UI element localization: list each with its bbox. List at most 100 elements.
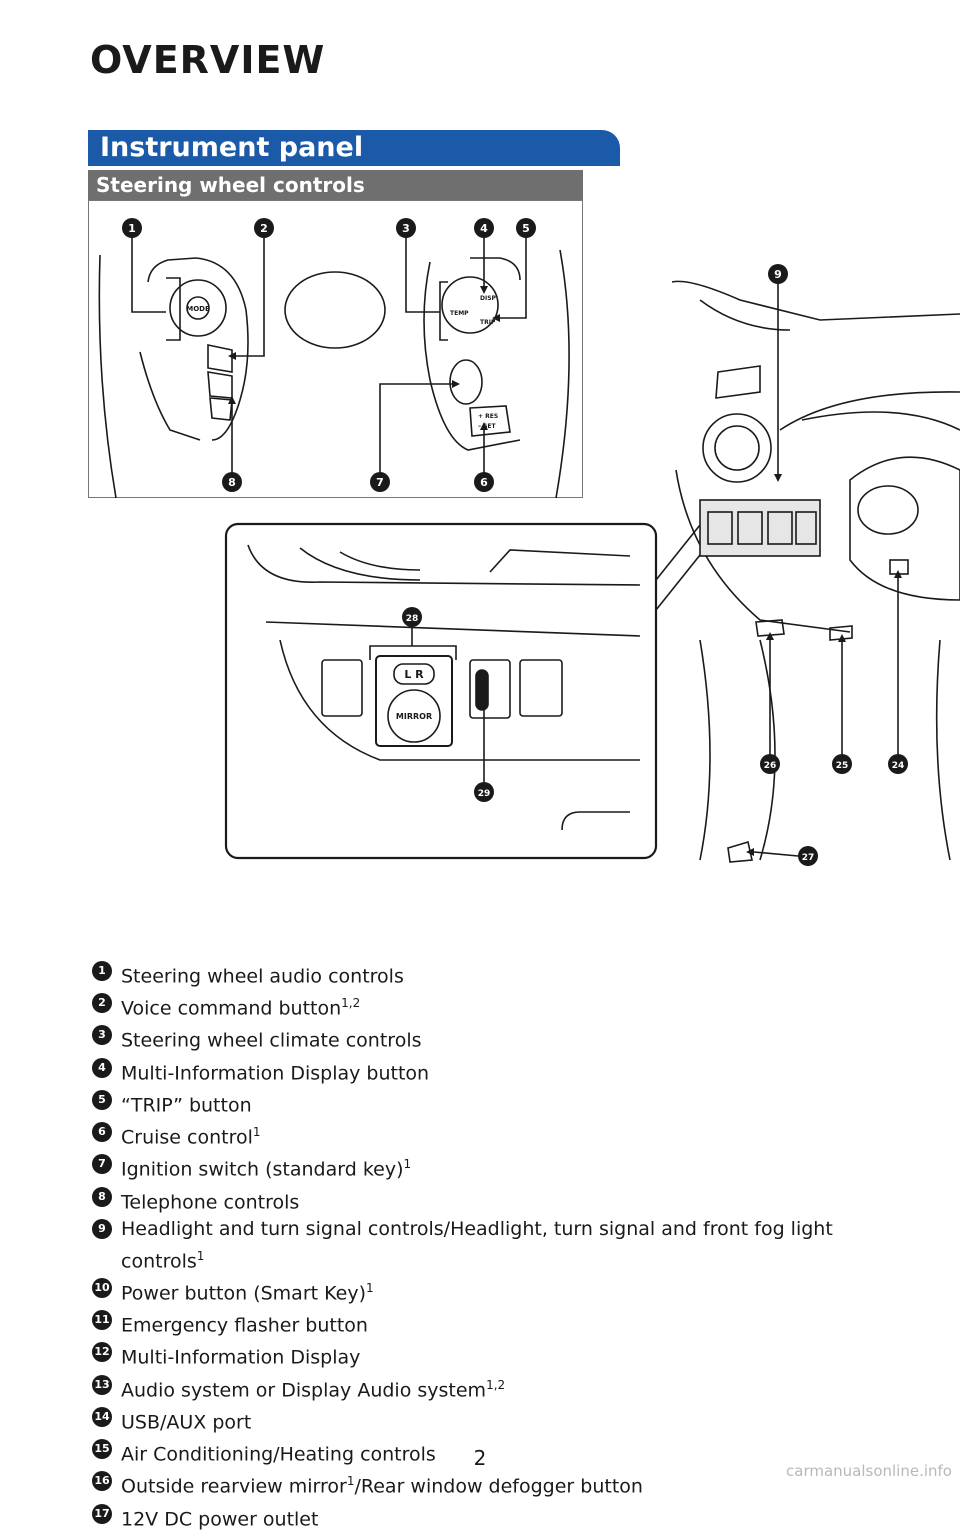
legend-label: Emergency flasher button: [121, 1314, 368, 1337]
trunk-release: [727, 840, 753, 863]
callout-27: 27: [802, 853, 815, 863]
console-line: [935, 639, 951, 861]
side-air-vent: [715, 365, 761, 399]
legend-label: Outside rearview mirror: [121, 1475, 347, 1498]
legend-text: Ignition switch (standard key)1: [121, 1151, 852, 1183]
leader-5: [500, 236, 527, 319]
arrow-4: [480, 286, 488, 294]
label-temp: TEMP: [450, 310, 469, 317]
legend-item: 11 Emergency flasher button: [92, 1307, 852, 1339]
callout-7: 7: [376, 476, 384, 489]
inset-vent-arc-1: [299, 547, 421, 581]
legend-text: USB/AUX port: [121, 1404, 852, 1436]
watermark: carmanualsonline.info: [786, 1462, 952, 1480]
callout-circle: [888, 754, 908, 774]
legend-label: Voice command button: [121, 997, 342, 1020]
legend-footnote-ref: 1: [403, 1157, 412, 1172]
label-res: + RES: [478, 413, 498, 420]
legend-label: Multi-Information Display button: [121, 1062, 430, 1085]
mirror-lr-selector[interactable]: [393, 663, 435, 685]
callout-circle: [254, 218, 274, 238]
door-frame-line: [699, 639, 711, 861]
arrow-2: [228, 352, 236, 360]
legend-text: Cruise control1: [121, 1119, 852, 1151]
leader-3: [405, 236, 440, 313]
label-mirror: MIRROR: [396, 712, 432, 721]
voice-button: [207, 344, 233, 373]
subsection-title: Steering wheel controls: [88, 170, 583, 200]
switch-4: [795, 511, 817, 545]
legend-text: Telephone controls: [121, 1184, 852, 1216]
inset-blank-left: [321, 659, 363, 717]
inset-frame: [224, 522, 658, 860]
legend-footnote-ref: 1: [252, 1125, 261, 1140]
fuel-door-opener: [829, 625, 853, 641]
tilt-lever: [889, 559, 909, 575]
arrow-5: [492, 314, 500, 322]
inset-lower-trim: [561, 811, 630, 831]
inset-dash-edge: [247, 544, 641, 586]
arrow-27: [746, 848, 754, 856]
legend-number-badge: 11: [92, 1310, 112, 1331]
callout-8: 8: [228, 476, 236, 489]
legend-text: Steering wheel audio controls: [121, 958, 852, 990]
mirror-switch-panel: [375, 655, 453, 747]
label-disp: DISP: [480, 295, 497, 302]
wheel-rim-near: [801, 411, 960, 431]
legend-number-badge: 3: [92, 1025, 112, 1046]
inset-panel-curve: [279, 639, 640, 761]
switch-2: [737, 511, 763, 545]
ignition-switch: [449, 359, 483, 405]
arrow-9: [774, 474, 782, 482]
legend-number-badge: 12: [92, 1342, 112, 1363]
legend-label: “TRIP” button: [121, 1094, 252, 1117]
inset-pointer-top: [655, 524, 701, 581]
steering-diagram-frame: [88, 200, 583, 498]
phone-off-button: [209, 397, 233, 421]
legend-label: Headlight and turn signal controls/Headl…: [121, 1217, 833, 1273]
legend-number-badge: 17: [92, 1503, 112, 1524]
wheel-spoke-right-top: [470, 257, 521, 281]
callout-circle: [222, 472, 242, 492]
lower-dash-curve: [675, 469, 851, 633]
callout-circle: [516, 218, 536, 238]
callout-circle: [396, 218, 416, 238]
legend-text: Power button (Smart Key)1: [121, 1275, 852, 1307]
legend-item: 16 Outside rearview mirror1/Rear window d…: [92, 1468, 852, 1500]
wheel-spoke-left-bottom: [139, 351, 201, 441]
legend-text: “TRIP” button: [121, 1087, 852, 1119]
legend-label: Power button (Smart Key): [121, 1282, 366, 1305]
steering-wheel-center: [849, 456, 960, 601]
audio-control-pad: [169, 279, 227, 337]
legend-number-badge: 5: [92, 1089, 112, 1110]
dash-upper-trim: [699, 299, 791, 331]
arrow-29: [480, 696, 488, 704]
callout-29: 29: [478, 789, 491, 799]
headlight-level-panel: [469, 659, 511, 719]
wheel-spoke-left-top: [147, 257, 197, 283]
page-title: OVERVIEW: [90, 38, 326, 82]
callout-circle: [370, 472, 390, 492]
label-mode: MODE: [186, 305, 210, 313]
arrow-25: [838, 634, 846, 642]
arrow-7: [452, 380, 460, 388]
callout-3: 3: [402, 222, 410, 235]
leader-27: [753, 851, 799, 857]
legend-text: Voice command button1,2: [121, 990, 852, 1022]
mirror-adjust-knob[interactable]: [387, 689, 441, 743]
legend-text: Emergency flasher button: [121, 1307, 852, 1339]
legend-label: Steering wheel audio controls: [121, 965, 404, 988]
legend-number-badge: 16: [92, 1471, 112, 1492]
arrow-26: [766, 632, 774, 640]
callout-6: 6: [480, 476, 488, 489]
legend-label: Air Conditioning/Heating controls: [121, 1443, 436, 1466]
legend-text: Outside rearview mirror1/Rear window def…: [121, 1468, 852, 1500]
